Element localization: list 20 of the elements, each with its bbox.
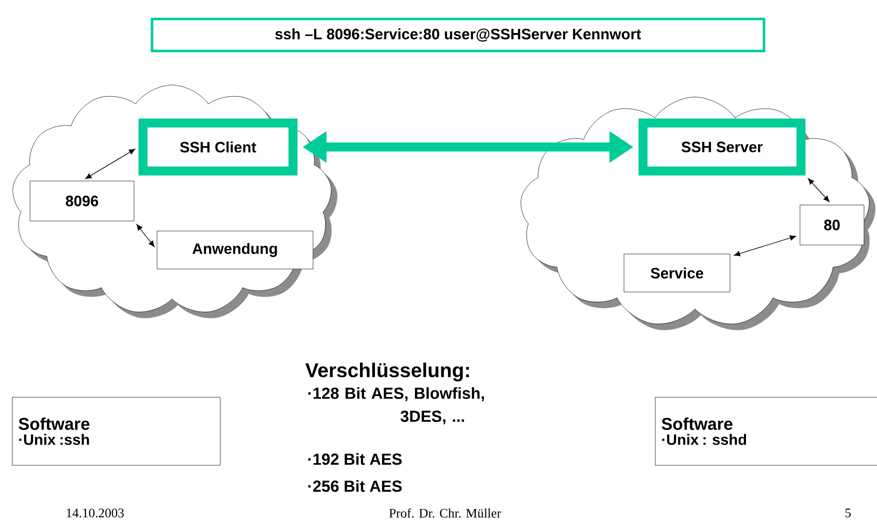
page-number: 5 bbox=[846, 508, 851, 518]
arrow bbox=[85, 148, 136, 179]
arrow bbox=[734, 235, 796, 256]
port-box: Service bbox=[624, 254, 730, 292]
software-box: Software ·Unix :ssh bbox=[12, 397, 220, 466]
footer-author: Prof. Dr. Chr. Müller bbox=[389, 508, 502, 518]
software-box: Software ·Unix : sshd bbox=[655, 397, 877, 466]
bullet-item: ·256 Bit AES bbox=[308, 480, 402, 492]
port-box: Anwendung bbox=[156, 230, 314, 270]
arrow bbox=[136, 224, 155, 247]
client-server-box: SSH Server bbox=[638, 118, 806, 176]
arrow bbox=[808, 178, 830, 202]
heading: Verschlüsselung: bbox=[305, 362, 469, 382]
bullet-item: ·192 Bit AES bbox=[308, 453, 402, 465]
bullet-item: ·128 Bit AES, Blowfish, 3DES, ... bbox=[308, 387, 484, 424]
footer-date: 14.10.2003 bbox=[66, 508, 124, 518]
port-box: 8096 bbox=[30, 180, 134, 222]
command-box: ssh –L 8096:Service:80 user@SSHServer Kennwort bbox=[150, 18, 766, 52]
port-box: 80 bbox=[800, 204, 864, 246]
client-server-box: SSH Client bbox=[138, 118, 298, 176]
